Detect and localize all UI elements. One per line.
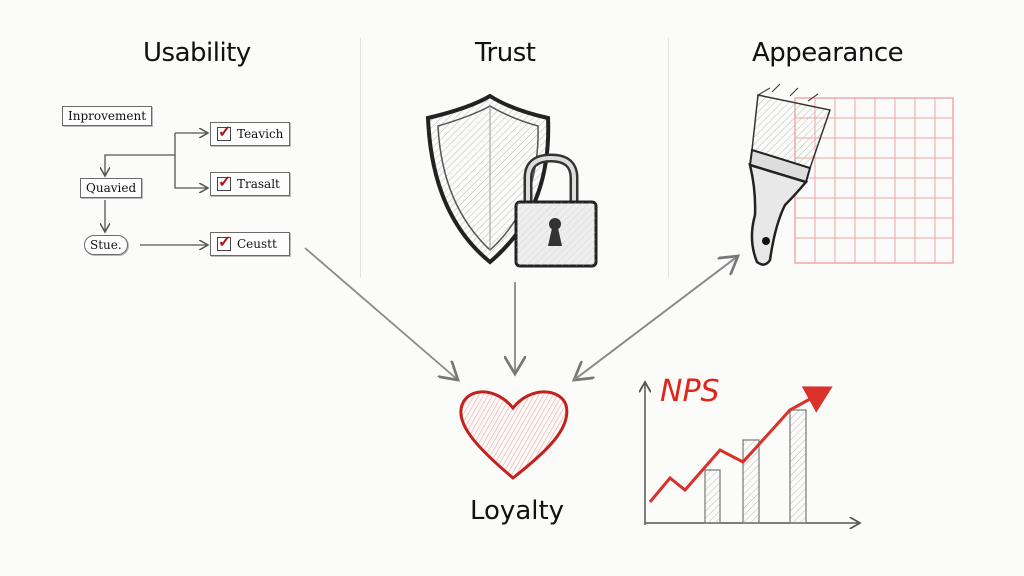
flow-connectors — [105, 133, 208, 245]
checkbox-icon — [217, 172, 231, 191]
flow-decision-box: Quavied — [80, 178, 143, 198]
divider-left — [360, 38, 361, 278]
paintbrush-icon — [748, 83, 831, 266]
loyalty-label: Loyalty — [470, 496, 565, 526]
flow-item-1: Teavich — [210, 122, 290, 146]
flow-item-2: Trasalt — [210, 172, 290, 196]
checkbox-icon — [217, 232, 231, 251]
lock-icon — [514, 153, 598, 268]
arrows-to-loyalty — [304, 247, 738, 380]
nps-chart — [645, 382, 860, 525]
trust-title: Trust — [475, 38, 536, 68]
flow-item-label: Teavich — [237, 127, 284, 141]
nps-label: NPS — [660, 374, 720, 409]
flow-state-box: Stue. — [84, 235, 128, 255]
appearance-title: Appearance — [752, 38, 904, 68]
flow-item-3: Ceustt — [210, 232, 290, 256]
heart-icon — [459, 390, 569, 480]
flow-item-label: Trasalt — [237, 177, 280, 191]
checkbox-icon — [217, 122, 231, 141]
flow-item-label: Ceustt — [237, 237, 277, 251]
flow-start-box: Inprovement — [62, 106, 153, 126]
usability-title: Usability — [143, 38, 251, 68]
divider-right — [668, 38, 669, 278]
